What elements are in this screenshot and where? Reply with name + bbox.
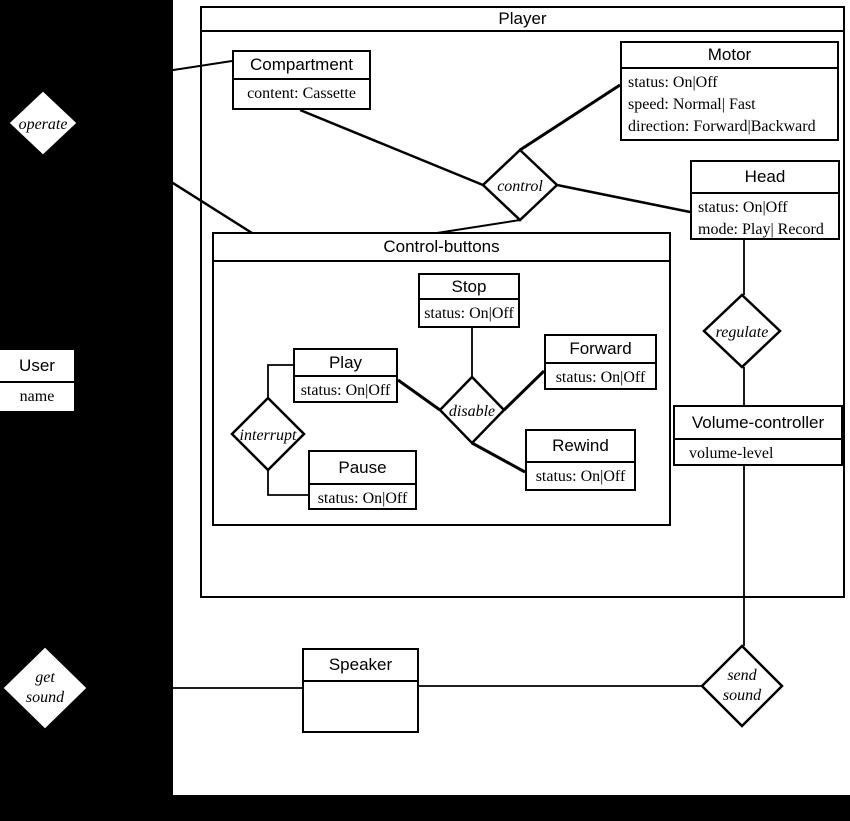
entity-control-buttons-frame: Control-buttons (212, 232, 671, 526)
entity-player-name: Player (202, 8, 843, 32)
relationship-interrupt: interrupt (230, 396, 306, 472)
operate-diamond-shape (6, 88, 80, 158)
edge-play-disable (397, 378, 441, 412)
edge-control-head (556, 183, 691, 214)
entity-forward-name: Forward (546, 336, 655, 364)
disable-label: disable (449, 403, 495, 420)
operate-label: operate (19, 116, 68, 133)
get-sound-label-line2: sound (26, 689, 65, 706)
entity-volume-controller-name: Volume-controller (675, 407, 841, 440)
rewind-attr-status: status: On|Off (535, 468, 626, 485)
relationship-regulate: regulate (702, 293, 782, 369)
interrupt-diamond-shape (230, 396, 306, 472)
head-attr-status: status: On|Off (698, 199, 788, 216)
control-diamond-shape (481, 148, 559, 222)
entity-speaker-name: Speaker (304, 650, 417, 682)
relationship-get-sound: get sound (0, 644, 90, 732)
stop-attr-status: status: On|Off (424, 305, 514, 322)
entity-pause: Pause status: On|Off (308, 450, 417, 510)
volume-controller-attr-level: volume-level (689, 445, 774, 462)
motor-attr-status: status: On|Off (628, 74, 718, 91)
entity-stop-name: Stop (420, 275, 518, 300)
entity-pause-name: Pause (310, 452, 415, 485)
edge-control-control-buttons (436, 219, 521, 234)
edge-disable-rewind (471, 441, 526, 474)
edge-disable-forward (502, 369, 546, 412)
send-sound-label-line2: sound (723, 687, 762, 704)
get-sound-label-line1: get (35, 669, 55, 686)
entity-speaker: Speaker (302, 648, 419, 733)
relationship-send-sound: send sound (700, 644, 784, 728)
motor-attr-direction: direction: Forward|Backward (628, 118, 816, 135)
entity-motor: Motor status: On|Off speed: Normal| Fast… (620, 41, 839, 141)
compartment-attr-content: content: Cassette (247, 85, 356, 102)
entity-volume-controller: Volume-controller volume-level (673, 405, 843, 466)
entity-compartment-name: Compartment (234, 52, 369, 80)
speaker-empty-compartment (304, 682, 417, 685)
entity-play-name: Play (295, 350, 396, 377)
edge-play-interrupt (267, 364, 293, 398)
entity-rewind: Rewind status: On|Off (525, 429, 636, 491)
relationship-disable: disable (438, 375, 506, 445)
edge-compartment-control (299, 108, 484, 187)
play-attr-status: status: On|Off (300, 382, 391, 399)
entity-player-frame: Player (200, 6, 845, 598)
user-attr-name: name (19, 388, 55, 405)
send-sound-diamond-shape (700, 644, 784, 728)
entity-play: Play status: On|Off (293, 348, 398, 403)
edge-interrupt-pause (267, 470, 308, 496)
send-sound-label-line1: send (727, 667, 757, 684)
entity-control-buttons-name: Control-buttons (214, 234, 669, 262)
motor-attr-speed: speed: Normal| Fast (628, 96, 756, 113)
entity-user: User name (0, 348, 76, 413)
get-sound-diamond-shape (0, 644, 90, 732)
entity-user-name: User (0, 350, 74, 383)
entity-head-name: Head (692, 162, 838, 194)
forward-attr-status: status: On|Off (555, 369, 646, 386)
regulate-label: regulate (716, 324, 769, 341)
interrupt-label: interrupt (240, 427, 297, 444)
regulate-diamond-shape (702, 293, 782, 369)
entity-rewind-name: Rewind (527, 431, 634, 463)
entity-motor-name: Motor (622, 43, 837, 69)
head-attr-mode: mode: Play| Record (698, 221, 824, 238)
entity-stop: Stop status: On|Off (418, 273, 520, 328)
relationship-control: control (481, 148, 559, 222)
pause-attr-status: status: On|Off (317, 490, 408, 507)
relationship-operate: operate (6, 88, 80, 158)
entity-forward: Forward status: On|Off (544, 334, 657, 390)
entity-compartment: Compartment content: Cassette (232, 50, 371, 110)
disable-diamond-shape (438, 375, 506, 445)
entity-head: Head status: On|Off mode: Play| Record (690, 160, 840, 240)
bottom-black-mask (0, 795, 850, 821)
edge-control-motor (519, 83, 621, 152)
control-label: control (497, 178, 543, 195)
